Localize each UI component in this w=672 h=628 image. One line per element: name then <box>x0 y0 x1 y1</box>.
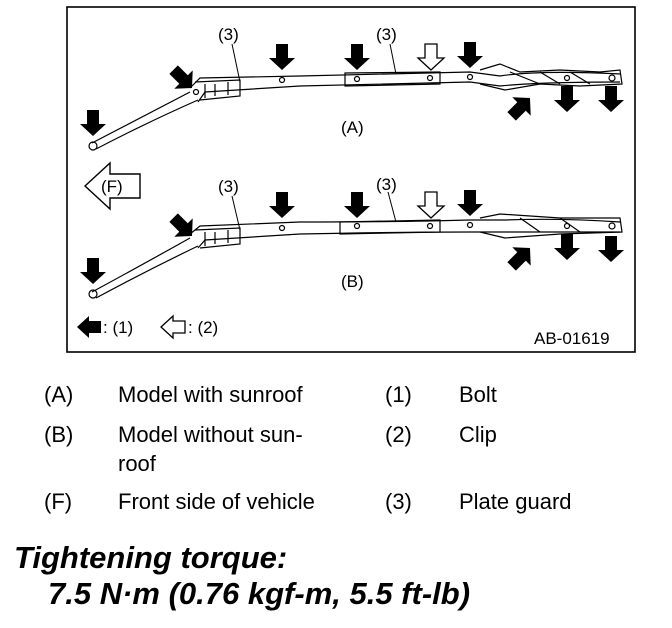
legend-code: (F) <box>44 489 73 514</box>
legend-code: (A) <box>44 382 74 407</box>
clip-arrow <box>417 43 445 71</box>
clip-key-icon <box>160 314 186 340</box>
figure-frame <box>66 6 636 353</box>
clip-arrow <box>417 191 445 219</box>
legend-text: Model without sun- <box>118 422 303 447</box>
callout-plate-guard: (3) <box>376 175 397 194</box>
legend-text: Model with sunroof <box>118 382 303 407</box>
key-bolt-label: : (1) <box>103 318 133 337</box>
front-arrow-label: (F) <box>101 177 123 196</box>
torque-value: 7.5 N·m (0.76 kgf-m, 5.5 ft-lb) <box>48 576 471 611</box>
legend-text: Front side of vehicle <box>118 489 315 514</box>
view-a-label: (A) <box>341 118 364 137</box>
legend-text: Clip <box>459 422 497 447</box>
legend-text: Plate guard <box>459 489 572 514</box>
bolt-arrow <box>80 190 624 284</box>
key-clip-label: : (2) <box>188 318 218 337</box>
plate-guard-assembly-b <box>88 213 623 299</box>
legend-text-cont: roof <box>118 451 156 476</box>
legend-code: (1) <box>385 382 412 407</box>
front-arrow-icon <box>83 161 141 211</box>
callout-leaders <box>231 43 397 231</box>
view-b-label: (B) <box>341 272 364 291</box>
tightening-torque: Tightening torque: 7.5 N·m (0.76 kgf-m, … <box>14 540 470 612</box>
legend-text: Bolt <box>459 382 497 407</box>
callout-plate-guard: (3) <box>218 25 239 44</box>
legend: (A) Model with sunroof (B) Model without… <box>0 372 672 514</box>
figure-id: AB-01619 <box>534 329 610 348</box>
bolt-key-icon <box>77 316 101 338</box>
legend-code: (B) <box>44 422 74 447</box>
legend-code: (3) <box>385 489 412 514</box>
plate-guard-diagram: (3) (3) (3) (3) (A) (B) (F) : (1) : (2) … <box>66 6 636 353</box>
callout-plate-guard: (3) <box>218 177 239 196</box>
callout-plate-guard: (3) <box>376 25 397 44</box>
torque-title: Tightening torque: <box>14 540 288 575</box>
legend-code: (2) <box>385 422 412 447</box>
plate-guard-assembly-a <box>88 63 623 151</box>
